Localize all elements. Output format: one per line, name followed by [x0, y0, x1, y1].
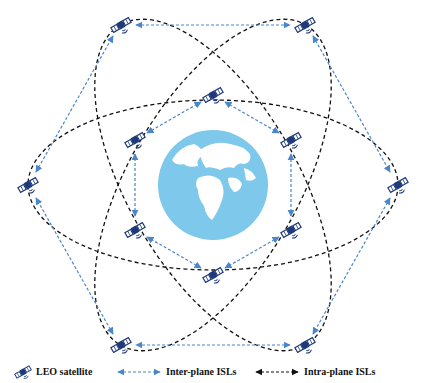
legend-text: LEO satellite — [36, 366, 92, 378]
legend-text: Inter-plane ISLs — [166, 366, 236, 378]
legend-text: Intra-plane ISLs — [304, 366, 375, 378]
